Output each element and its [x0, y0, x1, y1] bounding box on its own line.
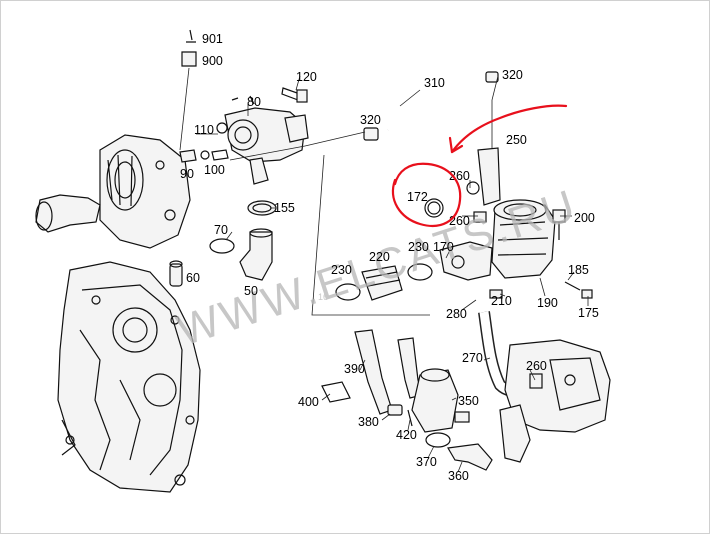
callout-185: 185: [568, 263, 589, 277]
callout-155: 155: [274, 201, 295, 215]
callout-901: 901: [202, 32, 223, 46]
callout-80: 80: [247, 95, 261, 109]
small-fittings-part: [179, 122, 229, 163]
red-arrow-line: [450, 104, 568, 154]
auxiliary-pump-part: [439, 147, 593, 299]
callout-390: 390: [344, 362, 365, 376]
clip-320-part: [363, 71, 499, 141]
red-highlight-annotation: [392, 104, 568, 227]
callout-900: 900: [202, 54, 223, 68]
callout-380: 380: [358, 415, 379, 429]
housing-350-part: [411, 368, 470, 433]
stamp-text: 16: [318, 292, 328, 302]
clamp-70-part: [209, 238, 235, 254]
hose-220-part: [361, 265, 403, 301]
callout-172: 172: [407, 190, 428, 204]
callout-400: 400: [298, 395, 319, 409]
callout-200: 200: [574, 211, 595, 225]
callout-230-right: 230: [408, 240, 429, 254]
callout-100: 100: [204, 163, 225, 177]
pipe-360-part: [447, 443, 493, 471]
block-right-part: [499, 339, 611, 463]
callout-270: 270: [462, 351, 483, 365]
clip-380-part: [387, 404, 403, 416]
water-pump-part: [35, 134, 191, 249]
bolt-120-part: [281, 87, 308, 103]
callout-190: 190: [537, 296, 558, 310]
leader-lines: [196, 75, 589, 473]
callout-labels: 901 900 120 80 310 320 320 110 90 100 25…: [180, 32, 599, 483]
clamp-370-part: [425, 432, 451, 448]
callout-320-top: 320: [502, 68, 523, 82]
callout-70: 70: [214, 223, 228, 237]
clamp-230-part: [335, 263, 433, 301]
sensor-part: [179, 29, 197, 151]
hose-310-part: [384, 42, 498, 132]
callout-230-left: 230: [331, 263, 352, 277]
bracket-400-part: [321, 381, 351, 403]
screw-420-part: [407, 409, 413, 427]
callout-120: 120: [296, 70, 317, 84]
callout-60: 60: [186, 271, 200, 285]
timing-cover-part: [57, 261, 201, 493]
callout-350: 350: [458, 394, 479, 408]
thermostat-housing-part: [224, 95, 309, 185]
seal-ring-172-part: [424, 198, 444, 218]
hose-390-part: [354, 329, 423, 415]
callout-220: 220: [369, 250, 390, 264]
callout-320-mid: 320: [360, 113, 381, 127]
callout-370: 370: [416, 455, 437, 469]
red-arrow-head: [448, 136, 464, 154]
callout-420: 420: [396, 428, 417, 442]
hose-50-part: [239, 228, 273, 281]
callout-280: 280: [446, 307, 467, 321]
clamps-260-part: [466, 181, 487, 223]
callout-170: 170: [433, 240, 454, 254]
red-circle-mark: [392, 162, 462, 227]
diagram-frame: [0, 0, 710, 534]
callout-250: 250: [506, 133, 527, 147]
callout-50: 50: [244, 284, 258, 298]
pipe-60-part: [169, 260, 183, 287]
callout-175: 175: [578, 306, 599, 320]
callout-110: 110: [194, 123, 214, 137]
callout-260-right: 260: [526, 359, 547, 373]
callout-310: 310: [424, 76, 445, 90]
callout-360: 360: [448, 469, 469, 483]
callout-210: 210: [491, 294, 512, 308]
callout-90: 90: [180, 167, 194, 181]
